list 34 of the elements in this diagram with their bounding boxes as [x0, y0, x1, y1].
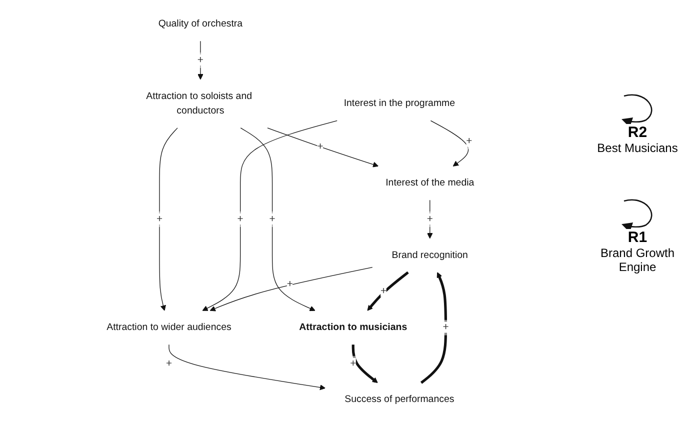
- edge-label: +: [236, 213, 243, 224]
- arrow: [209, 267, 372, 312]
- arrow: [366, 271, 408, 311]
- arrow: [158, 128, 178, 311]
- node-text: Brand recognition: [391, 249, 468, 260]
- loop-id: R2: [628, 124, 648, 141]
- arrow: [430, 120, 468, 166]
- edge-label: +: [426, 213, 433, 224]
- edge-label: +: [380, 286, 386, 297]
- arrow: [351, 344, 378, 384]
- arrow: [266, 128, 378, 168]
- edge-label: +: [156, 213, 162, 224]
- edge-label: +: [316, 141, 323, 152]
- arrow: [420, 272, 447, 384]
- edge-label: +: [350, 358, 356, 369]
- node-text: Success of performances: [344, 394, 454, 405]
- edge-label: +: [442, 322, 448, 333]
- node-text: Quality of orchestra: [158, 18, 242, 30]
- node-text: Attraction to wider audiences: [106, 322, 231, 333]
- edge-label: +: [166, 358, 172, 369]
- arrow: [168, 344, 326, 390]
- node-text: Attraction to musicians: [298, 322, 407, 333]
- node-text: Interest in the programme: [343, 98, 455, 109]
- edge-label: +: [268, 213, 275, 224]
- edge-label: +: [197, 54, 204, 66]
- loop-name: Brand Growth Engine: [599, 246, 676, 274]
- edge-label: +: [466, 136, 472, 147]
- arrow: [240, 128, 315, 312]
- edge-label: +: [286, 278, 292, 290]
- loop-name: Best Musicians: [597, 141, 678, 155]
- loop-id: R1: [628, 229, 648, 246]
- arrow: [202, 120, 338, 311]
- node-text: Interest of the media: [385, 177, 474, 188]
- node-text: Attraction to soloists and conductors: [146, 90, 252, 116]
